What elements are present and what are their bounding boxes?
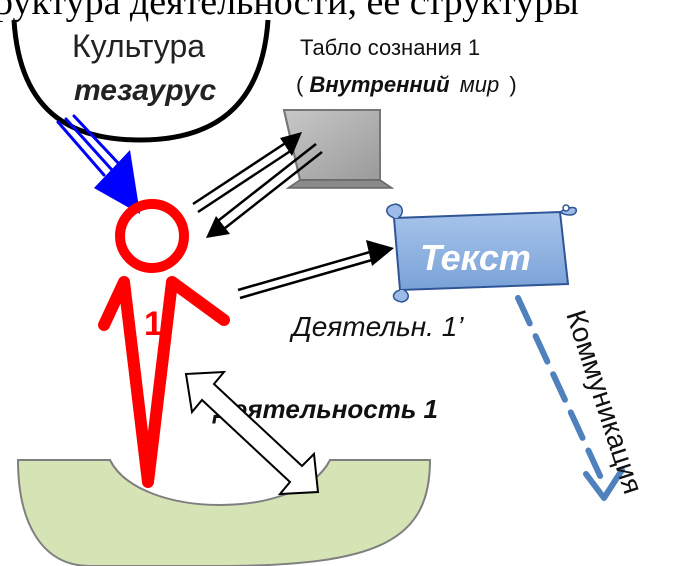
tablo-to-person-arrow: [213, 143, 323, 233]
activity-short-label: Деятельн. 1’: [289, 311, 464, 342]
text-scroll-label: Текст: [420, 237, 531, 278]
communication-label: Коммуникация: [560, 306, 649, 497]
person-to-tablo-arrowhead: [280, 132, 302, 156]
person-to-text-arrowhead: [366, 240, 394, 266]
person-body: [98, 276, 230, 488]
culture-thesaurus-label: тезаурус: [74, 74, 216, 107]
text-scroll: [386, 203, 578, 303]
tablo-subtitle-bold: Внутренний: [309, 72, 450, 97]
culture-input-arrow: [56, 114, 122, 177]
tablo-subtitle-regular: мир: [460, 72, 500, 97]
top-cropped-text: руктура деятельности, ее структуры: [0, 0, 579, 23]
culture-label: Культура: [72, 28, 205, 64]
culture-input-arrowhead: [94, 150, 140, 214]
person-figure: [98, 199, 230, 488]
tablo-subtitle: ( Внутренний мир ): [296, 72, 517, 97]
ground-arc: [16, 459, 432, 566]
person-to-tablo-arrow: [192, 140, 293, 214]
tablo-title: Табло сознания 1: [300, 35, 480, 60]
activity-double-arrow: [184, 370, 320, 496]
communication-dashed-line: [515, 295, 605, 483]
tablo-subtitle-close: ): [509, 72, 516, 97]
tablo-subtitle-open: (: [296, 72, 304, 97]
tablo-board: [282, 109, 395, 189]
culture-arc: [11, 19, 271, 143]
person-head: [115, 199, 189, 273]
person-number: 1: [144, 305, 163, 343]
communication-arrowhead: [583, 467, 625, 501]
person-to-text-arrow: [237, 250, 373, 300]
tablo-to-person-arrowhead: [206, 216, 230, 238]
